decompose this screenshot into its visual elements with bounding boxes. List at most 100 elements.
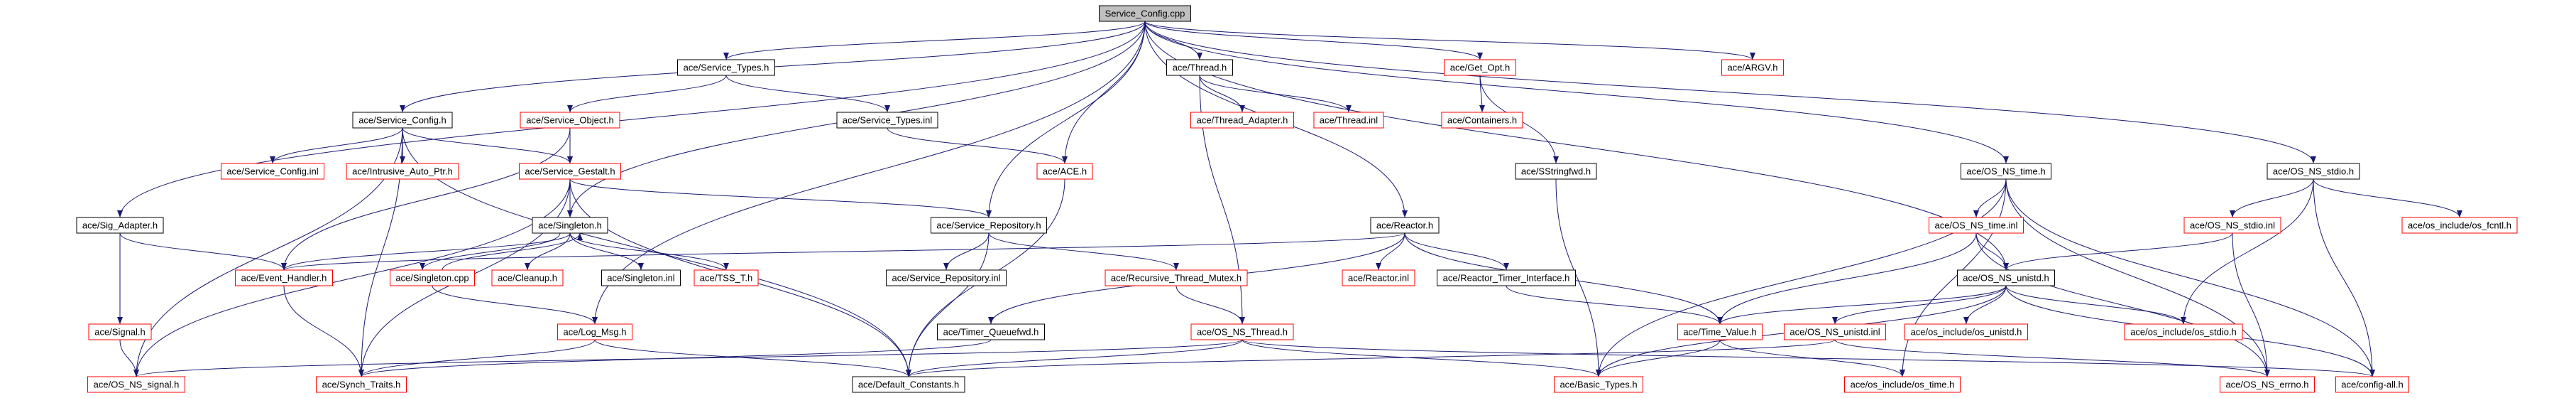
- file-node-label: ace/Reactor.h: [1376, 220, 1433, 231]
- file-node[interactable]: ace/config-all.h: [2335, 376, 2409, 393]
- file-node[interactable]: ace/Service_Repository.inl: [886, 269, 1007, 286]
- file-node-label: ace/os_include/os_time.h: [1851, 380, 1955, 390]
- file-node[interactable]: ace/OS_NS_stdio.h: [2267, 163, 2360, 180]
- file-node-label: ace/Service_Config.inl: [226, 166, 318, 177]
- file-node-label: ace/Singleton.h: [538, 220, 602, 231]
- dependency-edge: [1144, 21, 1202, 60]
- file-node-label: ace/config-all.h: [2341, 380, 2403, 390]
- file-node[interactable]: ace/Service_Config.inl: [221, 163, 324, 180]
- file-node[interactable]: ace/Reactor.inl: [1342, 269, 1415, 286]
- file-node-label: ace/OS_NS_stdio.inl: [2190, 220, 2275, 231]
- file-node-label: ace/Recursive_Thread_Mutex.h: [1111, 273, 1242, 284]
- file-node[interactable]: ace/OS_NS_time.inl: [1929, 217, 2024, 234]
- file-node-label: ace/Reactor_Timer_Interface.h: [1443, 273, 1570, 284]
- file-node[interactable]: ace/Thread.inl: [1313, 112, 1384, 129]
- file-node[interactable]: ace/Thread_Adapter.h: [1190, 112, 1294, 129]
- file-node[interactable]: ace/Timer_Queuefwd.h: [937, 323, 1045, 340]
- file-node[interactable]: ace/Service_Config.h: [352, 112, 453, 129]
- file-node[interactable]: ace/Recursive_Thread_Mutex.h: [1105, 269, 1248, 286]
- file-node[interactable]: ace/Singleton.h: [532, 217, 608, 234]
- file-node[interactable]: ace/Containers.h: [1441, 112, 1523, 129]
- file-node[interactable]: ace/Reactor_Timer_Interface.h: [1437, 269, 1576, 286]
- dependency-edge: [988, 232, 1179, 271]
- dependency-edge: [943, 232, 990, 271]
- file-node[interactable]: ace/Basic_Types.h: [1554, 376, 1643, 393]
- file-node[interactable]: ace/os_include/os_fcntl.h: [2401, 217, 2518, 234]
- file-node[interactable]: ace/OS_NS_time.h: [1961, 163, 2051, 180]
- file-node[interactable]: ace/os_include/os_time.h: [1844, 376, 1961, 393]
- file-node-box: [520, 112, 620, 129]
- file-node-label: ace/Service_Types.h: [684, 63, 769, 73]
- dependency-edge: [525, 232, 571, 271]
- file-node-box: [1844, 376, 1961, 393]
- file-node[interactable]: ace/SStringfwd.h: [1515, 163, 1597, 180]
- file-node-box: [601, 269, 681, 286]
- dependency-edge: [569, 232, 729, 271]
- dependency-edge: [1973, 178, 2007, 218]
- dependency-edge: [723, 21, 1146, 60]
- file-node[interactable]: ace/Service_Types.h: [677, 59, 775, 76]
- file-node-label: ace/Cleanup.h: [498, 273, 557, 284]
- dependency-edge: [1975, 232, 2270, 377]
- root-file-node[interactable]: Service_Config.cpp: [1099, 5, 1191, 22]
- dependency-edge: [1175, 285, 1245, 325]
- file-node[interactable]: ace/Service_Gestalt.h: [519, 163, 621, 180]
- file-node[interactable]: ace/Service_Repository.h: [931, 217, 1047, 234]
- file-node[interactable]: ace/Event_Handler.h: [235, 269, 333, 286]
- dependency-edge: [119, 339, 139, 377]
- file-node[interactable]: ace/Service_Object.h: [520, 112, 620, 129]
- file-node-label: ace/OS_NS_errno.h: [2225, 380, 2308, 390]
- file-node[interactable]: ace/Cleanup.h: [491, 269, 564, 286]
- file-node[interactable]: ace/OS_NS_signal.h: [87, 376, 185, 393]
- dependency-edge: [1404, 232, 1509, 271]
- dependency-edge: [1242, 339, 2375, 377]
- dependency-edge: [1144, 21, 1755, 60]
- file-node-box: [316, 376, 407, 393]
- file-node[interactable]: ace/OS_NS_errno.h: [2220, 376, 2315, 393]
- file-node-box: [557, 323, 632, 340]
- file-node-box: [1677, 323, 1763, 340]
- file-node[interactable]: ace/os_include/os_stdio.h: [2124, 323, 2243, 340]
- file-node[interactable]: ace/Default_Constants.h: [852, 376, 965, 393]
- file-node[interactable]: ace/Singleton.cpp: [390, 269, 475, 286]
- file-node-label: ace/Time_Value.h: [1683, 327, 1756, 338]
- dependency-edge: [119, 232, 287, 271]
- file-node[interactable]: ace/Get_Opt.h: [1444, 59, 1516, 76]
- file-node[interactable]: ace/Log_Msg.h: [557, 323, 632, 340]
- dependency-edge: [133, 339, 1243, 377]
- dependency-edge: [887, 127, 1068, 164]
- file-node[interactable]: ace/Time_Value.h: [1677, 323, 1763, 340]
- file-node[interactable]: ace/OS_NS_stdio.inl: [2183, 217, 2281, 234]
- file-node[interactable]: ace/Service_Types.inl: [836, 112, 938, 129]
- file-node[interactable]: ace/ACE.h: [1036, 163, 1093, 180]
- file-node[interactable]: ace/os_include/os_unistd.h: [1904, 323, 2028, 340]
- file-node[interactable]: ace/OS_NS_unistd.inl: [1784, 323, 1886, 340]
- file-node-box: [1099, 5, 1191, 22]
- file-node-box: [1342, 269, 1415, 286]
- file-node[interactable]: ace/Singleton.inl: [601, 269, 681, 286]
- file-node-label: ace/Get_Opt.h: [1450, 63, 1511, 73]
- file-node[interactable]: ace/Reactor.h: [1370, 217, 1440, 234]
- file-node-label: ace/OS_NS_time.inl: [1934, 220, 2017, 231]
- dependency-edge: [1144, 21, 1483, 60]
- file-node[interactable]: ace/Thread.h: [1166, 59, 1233, 76]
- file-node-label: ace/OS_NS_unistd.inl: [1790, 327, 1880, 338]
- dependency-edge: [567, 75, 727, 113]
- file-node[interactable]: ace/Sig_Adapter.h: [76, 217, 164, 234]
- file-node[interactable]: ace/TSS_T.h: [694, 269, 759, 286]
- dependency-edge: [1963, 285, 2007, 325]
- dependency-edge: [1506, 285, 1723, 325]
- file-node[interactable]: ace/ARGV.h: [1721, 59, 1784, 76]
- file-node-box: [931, 217, 1047, 234]
- file-node-box: [886, 269, 1007, 286]
- file-node[interactable]: ace/Intrusive_Auto_Ptr.h: [346, 163, 459, 180]
- file-node[interactable]: ace/Synch_Traits.h: [316, 376, 407, 393]
- dependency-edge: [986, 21, 1146, 218]
- file-node-label: ace/Service_Object.h: [526, 115, 614, 126]
- dependency-edge: [1717, 232, 1977, 325]
- file-node[interactable]: ace/Signal.h: [88, 323, 152, 340]
- file-node-box: [2220, 376, 2315, 393]
- file-node[interactable]: ace/OS_NS_unistd.h: [1957, 269, 2055, 286]
- file-node[interactable]: ace/OS_NS_Thread.h: [1190, 323, 1294, 340]
